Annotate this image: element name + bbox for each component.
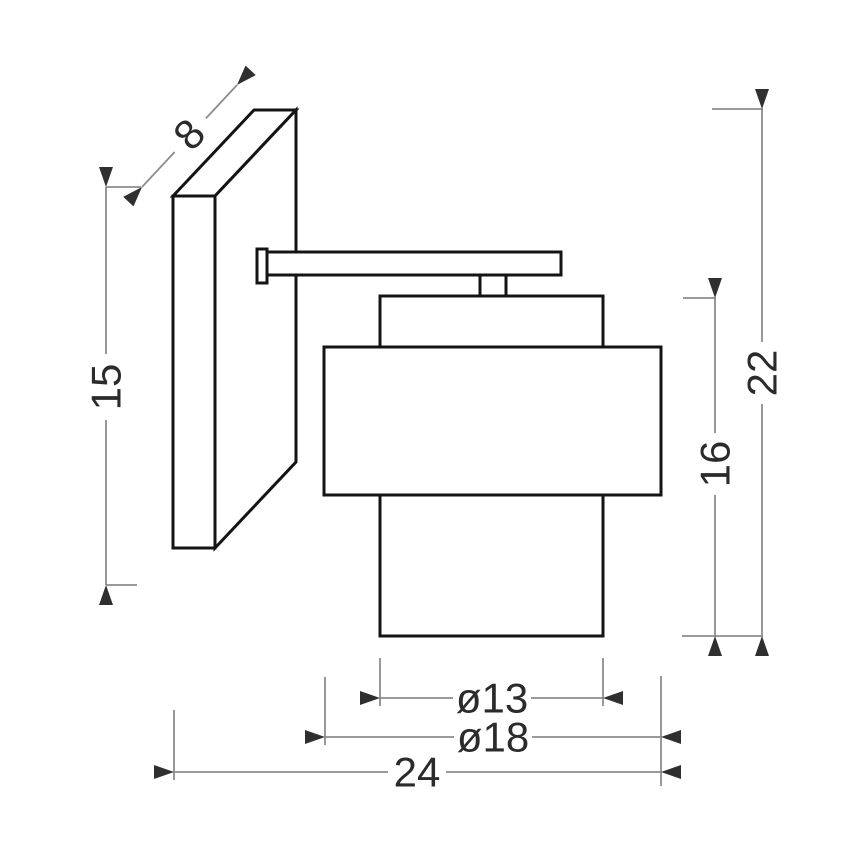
dimension-label-inner-diameter: ø13 (456, 675, 528, 722)
wall-plate-front-face (171, 194, 217, 550)
label-gap (388, 754, 446, 790)
wall-lamp-object (169, 106, 663, 638)
dimension-label-total-depth: 24 (394, 749, 441, 796)
dimension-label-total-height: 22 (739, 350, 786, 397)
label-gap (696, 433, 734, 495)
dimension-label-plate-height: 15 (83, 364, 130, 411)
label-gap (87, 354, 125, 420)
dimension-label-outer-diameter: ø18 (457, 714, 529, 761)
label-gap (159, 104, 219, 164)
label-gap (453, 680, 531, 716)
mounting-arm (265, 250, 563, 277)
label-gap (743, 342, 781, 404)
label-gap (454, 719, 532, 755)
shade-outer-ring (322, 345, 663, 497)
dimension-label-shade-height: 16 (692, 441, 739, 488)
shade-inner-bottom-cylinder (378, 493, 605, 638)
arm-shade-connector (478, 273, 508, 298)
shade-inner-top-cylinder (378, 294, 605, 349)
dimension-labels: 8 15 22 16 ø13 ø18 24 (83, 104, 786, 796)
